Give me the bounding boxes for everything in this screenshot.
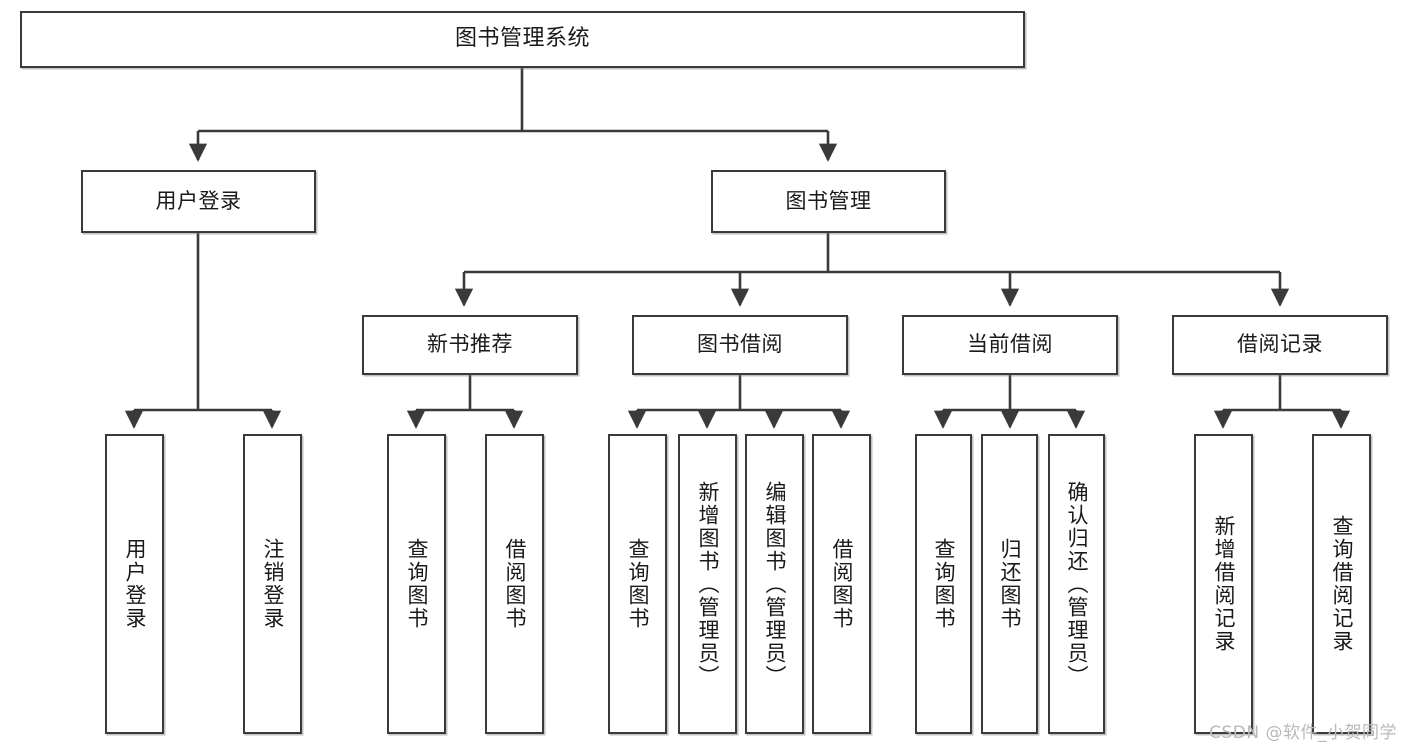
node-book-management-label: 图书管理 (785, 188, 872, 213)
leaf-borrow-book[interactable]: 借阅图书 (812, 434, 871, 734)
node-current-borrow[interactable]: 当前借阅 (902, 315, 1118, 375)
node-new-book-recommend[interactable]: 新书推荐 (362, 315, 578, 375)
node-root-label: 图书管理系统 (454, 26, 590, 52)
leaf-query-book-current-label: 查询图书 (932, 538, 957, 630)
node-borrow-records[interactable]: 借阅记录 (1172, 315, 1388, 375)
node-root[interactable]: 图书管理系统 (20, 11, 1025, 68)
leaf-add-borrow-record[interactable]: 新增借阅记录 (1194, 434, 1253, 734)
leaf-query-book-label: 查询图书 (626, 538, 651, 630)
leaf-query-book[interactable]: 查询图书 (608, 434, 667, 734)
node-current-borrow-label: 当前借阅 (967, 332, 1053, 357)
leaf-borrow-book-label: 借阅图书 (830, 538, 855, 630)
leaf-query-borrow-record[interactable]: 查询借阅记录 (1312, 434, 1371, 734)
leaf-logout-label: 注销登录 (261, 538, 286, 630)
leaf-logout[interactable]: 注销登录 (243, 434, 302, 734)
leaf-edit-book-admin[interactable]: 编辑图书（管理员） (745, 434, 804, 734)
node-user-login[interactable]: 用户登录 (81, 170, 316, 233)
node-book-borrow[interactable]: 图书借阅 (632, 315, 848, 375)
leaf-add-book-admin[interactable]: 新增图书（管理员） (678, 434, 737, 734)
leaf-add-borrow-record-label: 新增借阅记录 (1212, 515, 1237, 653)
leaf-query-book-recommend-label: 查询图书 (405, 538, 430, 630)
node-user-login-label: 用户登录 (155, 188, 242, 213)
leaf-query-book-recommend[interactable]: 查询图书 (387, 434, 446, 734)
leaf-user-login[interactable]: 用户登录 (105, 434, 164, 734)
leaf-query-book-current[interactable]: 查询图书 (915, 434, 972, 734)
watermark: CSDN @软件_小贺同学 (1209, 723, 1397, 743)
node-borrow-records-label: 借阅记录 (1237, 332, 1323, 357)
leaf-confirm-return-admin-label: 确认归还（管理员） (1065, 480, 1090, 688)
leaf-add-book-admin-label: 新增图书（管理员） (696, 480, 721, 688)
leaf-query-borrow-record-label: 查询借阅记录 (1330, 515, 1355, 653)
node-book-borrow-label: 图书借阅 (697, 332, 783, 357)
leaf-confirm-return-admin[interactable]: 确认归还（管理员） (1048, 434, 1105, 734)
leaf-edit-book-admin-label: 编辑图书（管理员） (763, 480, 788, 688)
node-new-book-recommend-label: 新书推荐 (427, 332, 513, 357)
leaf-return-book-label: 归还图书 (998, 538, 1023, 630)
leaf-return-book[interactable]: 归还图书 (981, 434, 1038, 734)
leaf-borrow-book-recommend-label: 借阅图书 (503, 538, 528, 630)
leaf-user-login-label: 用户登录 (123, 538, 148, 630)
node-book-management[interactable]: 图书管理 (711, 170, 946, 233)
leaf-borrow-book-recommend[interactable]: 借阅图书 (485, 434, 544, 734)
